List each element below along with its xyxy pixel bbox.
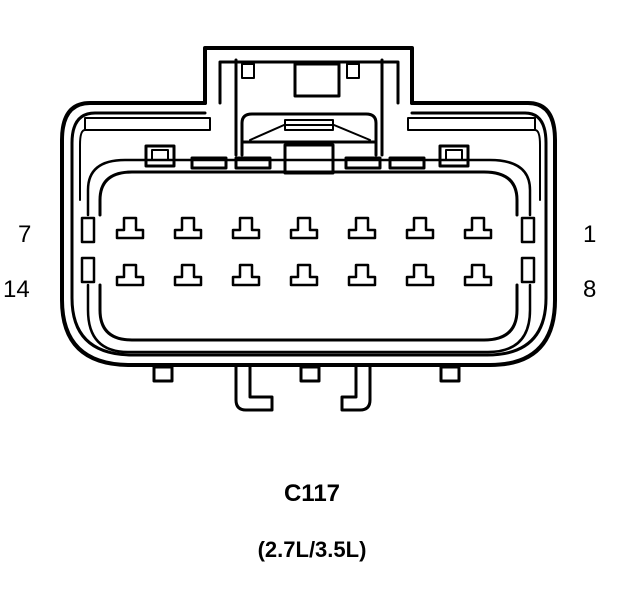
pin-cavity [115,216,145,240]
pin-cavity [347,216,377,240]
outer-shell [60,101,557,367]
pin-cavity [289,263,319,287]
pin-cavity [173,263,203,287]
pin-cavity [463,263,493,287]
pin-cavity [231,263,261,287]
pin-label-8: 8 [583,276,597,303]
engine-variant: (2.7L/3.5L) [257,537,367,562]
pin-cavity [173,216,203,240]
pin-cavity [231,216,261,240]
pin-cavity [115,263,145,287]
pin-label-14: 14 [3,276,30,303]
pin-label-7: 7 [18,221,32,248]
pin-cavity [405,263,435,287]
pin-cavity [405,216,435,240]
bottom-tabs [152,365,461,412]
pin-cavity [347,263,377,287]
pin-cavity [463,216,493,240]
inner-cavity [80,158,536,354]
pin-cavities [115,216,493,287]
pin-label-1: 1 [583,221,597,248]
pin-cavity [289,216,319,240]
latch-housing [203,46,414,157]
connector-id: C117 [283,480,341,507]
